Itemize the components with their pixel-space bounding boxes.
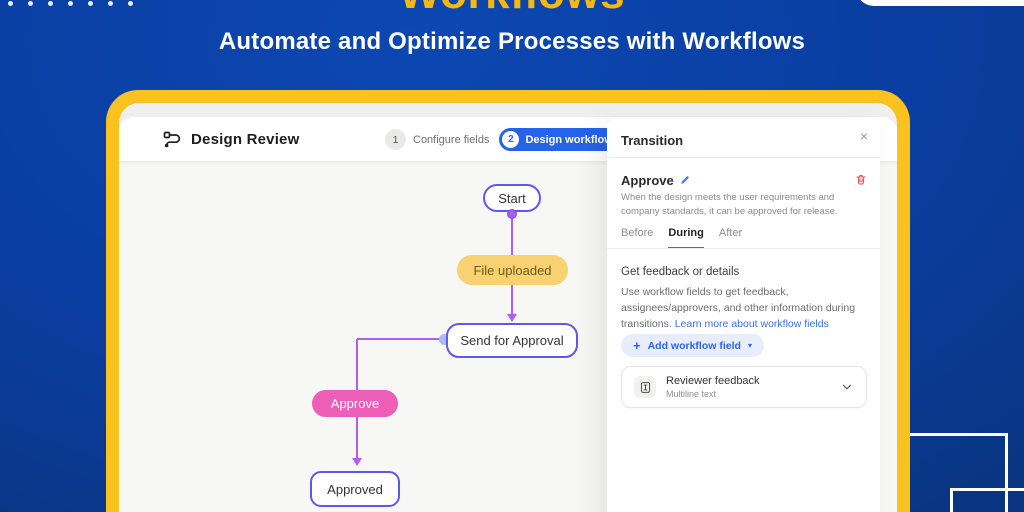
node-file-uploaded[interactable]: File uploaded bbox=[457, 255, 568, 285]
step-2-label: Design workflow bbox=[525, 133, 613, 146]
edge-send-to-approve bbox=[357, 338, 447, 340]
banner-subtitle: Automate and Optimize Processes with Wor… bbox=[218, 28, 806, 55]
add-workflow-field-label: Add workflow field bbox=[647, 339, 741, 352]
multiline-text-field-icon bbox=[634, 376, 656, 398]
panel-title: Transition bbox=[621, 133, 684, 148]
field-title: Reviewer feedback bbox=[666, 375, 760, 387]
caret-down-icon: ▾ bbox=[747, 341, 752, 350]
workflow-icon bbox=[162, 130, 182, 150]
tab-during[interactable]: During bbox=[668, 227, 704, 249]
app-frame: Design Review 1 Configure fields 2 Desig… bbox=[106, 90, 910, 512]
connector-port[interactable] bbox=[439, 334, 450, 345]
workflow-app: Design Review 1 Configure fields 2 Desig… bbox=[119, 117, 897, 512]
top-right-card-fragment bbox=[856, 0, 1024, 6]
step-2-number: 2 bbox=[502, 131, 520, 148]
node-start[interactable]: Start bbox=[483, 184, 541, 212]
transition-name: Approve bbox=[621, 173, 674, 188]
close-icon[interactable]: × bbox=[859, 128, 868, 144]
chevron-down-icon[interactable] bbox=[840, 380, 854, 394]
plus-icon: + bbox=[633, 338, 641, 353]
arrowhead bbox=[352, 458, 362, 466]
section-body-text: Use workflow fields to get feedback, ass… bbox=[621, 286, 856, 330]
node-approved[interactable]: Approved bbox=[310, 471, 400, 507]
dot-pattern bbox=[8, 1, 133, 6]
learn-more-link[interactable]: Learn more about workflow fields bbox=[674, 317, 829, 330]
decorative-square-outline bbox=[950, 488, 1024, 512]
field-card-reviewer-feedback[interactable]: Reviewer feedback Multiline text bbox=[621, 366, 867, 408]
step-2-active[interactable]: 2 Design workflow bbox=[499, 128, 624, 151]
add-workflow-field-button[interactable]: + Add workflow field ▾ bbox=[621, 334, 764, 357]
transition-description: When the design meets the user requireme… bbox=[621, 192, 838, 217]
transition-panel: Transition × Approve bbox=[607, 117, 880, 512]
node-send-for-approval[interactable]: Send for Approval bbox=[446, 323, 578, 358]
connector-dot[interactable] bbox=[507, 209, 517, 219]
tab-after[interactable]: After bbox=[718, 227, 743, 239]
app-inner: Design Review 1 Configure fields 2 Desig… bbox=[119, 103, 897, 512]
step-1-number[interactable]: 1 bbox=[385, 129, 406, 150]
edit-pencil-icon[interactable] bbox=[680, 175, 691, 186]
section-heading: Get feedback or details bbox=[621, 266, 740, 278]
page-title: Design Review bbox=[191, 131, 300, 148]
step-1-label[interactable]: Configure fields bbox=[413, 133, 490, 146]
panel-tabs: Before During After bbox=[621, 227, 742, 249]
arrowhead bbox=[507, 314, 517, 322]
delete-trash-icon[interactable] bbox=[855, 173, 867, 186]
divider bbox=[607, 248, 880, 249]
field-subtitle: Multiline text bbox=[666, 389, 717, 399]
node-approve-transition[interactable]: Approve bbox=[312, 390, 398, 417]
banner-title: Workflows bbox=[0, 0, 1024, 19]
section-body: Use workflow fields to get feedback, ass… bbox=[621, 285, 867, 332]
divider bbox=[607, 157, 880, 158]
tab-before[interactable]: Before bbox=[621, 227, 654, 239]
